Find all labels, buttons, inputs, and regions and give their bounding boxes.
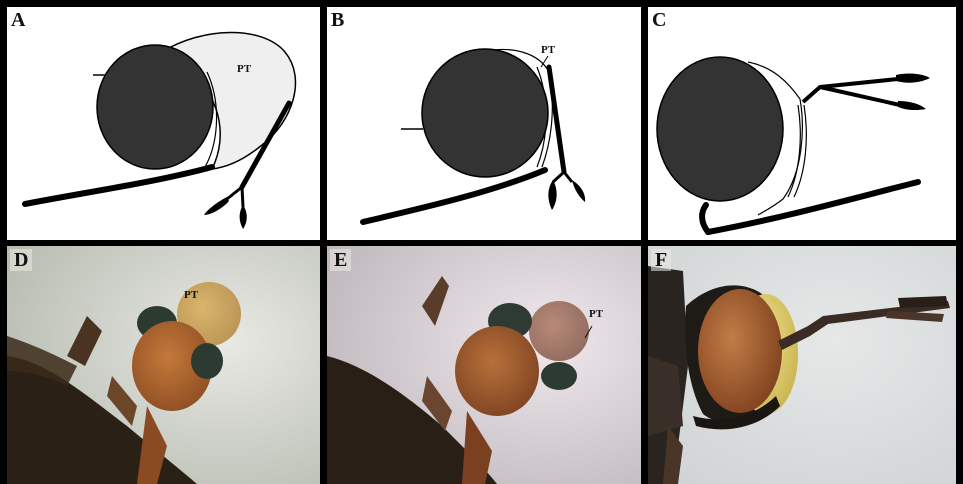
drawing-a	[7, 7, 320, 240]
ptilinum-label-e: PT	[589, 308, 603, 320]
panel-c: C	[648, 7, 956, 240]
ptilinum-label-b: PT	[541, 44, 555, 56]
compound-eye-b	[422, 49, 548, 177]
panel-e: E PT	[327, 246, 641, 484]
photo-f	[648, 246, 956, 484]
panel-b: B PT	[327, 7, 641, 240]
panel-letter-d: D	[10, 249, 32, 271]
panel-letter-e: E	[330, 249, 351, 271]
ptilinum-label-d: PT	[184, 289, 198, 301]
ptilinum-label-a: PT	[237, 63, 251, 75]
panel-a: A PT	[7, 7, 320, 240]
compound-eye-a	[97, 45, 213, 169]
panel-f: F	[648, 246, 956, 484]
panel-letter-f: F	[651, 249, 671, 271]
compound-eye-c	[657, 57, 783, 201]
panel-letter-a: A	[11, 9, 25, 31]
photo-e	[327, 246, 641, 484]
drawing-b	[327, 7, 641, 240]
panel-letter-c: C	[652, 9, 666, 31]
panel-letter-b: B	[331, 9, 344, 31]
panel-d: D PT	[7, 246, 320, 484]
drawing-c	[648, 7, 956, 240]
photo-d	[7, 246, 320, 484]
